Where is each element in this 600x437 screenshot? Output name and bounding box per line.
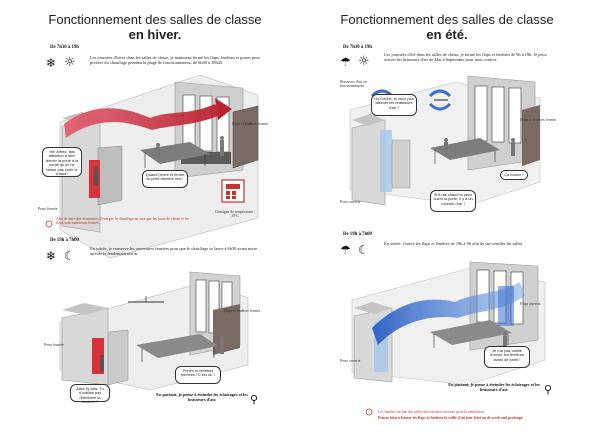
umbrella-icon: ☂	[340, 55, 351, 69]
moon-icon: ☾	[358, 243, 369, 257]
summer-warning-line1: Les fenêtres de bas des salles doivent ê…	[378, 410, 485, 414]
umbrella-icon: ☂	[340, 243, 351, 257]
lightbulb-icon: ⚲	[544, 383, 553, 396]
summer-day-text: Les journées d'été dans les salles de cl…	[384, 52, 547, 63]
summer-night-porte-label: Porte ouverte	[340, 359, 361, 363]
winter-night-porte-label: Porte fermée	[44, 343, 64, 347]
summer-title-line1: Fonctionnement des salles de classe	[340, 12, 554, 27]
winter-night-time: De 19h à 7h00	[50, 238, 79, 243]
winter-day-time: De 7h30 à 19h	[50, 45, 79, 50]
winter-day-scene	[45, 74, 259, 259]
winter-day-text: Les journées d'hiver dans les salles de …	[90, 55, 261, 66]
winter-consigne-label: Consigne de température : 19°C	[215, 210, 255, 218]
snowflake-icon: ❄	[46, 249, 57, 263]
winter-porte-label: Porte fermée	[38, 207, 58, 211]
winter-title-line1: Fonctionnement des salles de classe	[48, 12, 262, 27]
summer-bubble-door: Si tu as chaud tu peux ouvrir la porte, …	[430, 190, 476, 212]
winter-night-bubble-leave: Allez j'y vais. Tu n'oublies pas d'étein…	[70, 384, 110, 404]
summer-title: Fonctionnement des salles de classe en é…	[332, 12, 562, 42]
winter-bubble-enter: Quand j'entre et ferme la porte derrière…	[142, 170, 188, 188]
summer-bubble-turning: Ça tourne !	[500, 170, 528, 180]
winter-bubble-door: Hé! Alfred, fais attention à bien fermer…	[42, 147, 82, 177]
sun-icon: ☼	[64, 55, 76, 70]
winter-night-scene	[59, 271, 249, 391]
summer-day-time: De 7h30 à 19h	[343, 45, 372, 50]
winter-night-text: En soirée, je conserve les ouvertures fe…	[90, 246, 258, 257]
winter-warning: Afin de faire des économies d'énergie, l…	[56, 217, 189, 225]
summer-reminder: En partant, je pense à éteindre les écla…	[448, 382, 540, 393]
summer-warning-line2: Pensez bien à fermer les flaps et fenêtr…	[378, 416, 524, 420]
summer-night-flaps-label: Flaps ouverts	[520, 302, 541, 306]
summer-night-bubble-windows: Je n'ai pas oublié d'ouvrir les fenêtres…	[484, 346, 530, 368]
summer-brasseurs-label: Brasseurs d'air en fonctionnement	[340, 80, 367, 88]
summer-title-line2: en été.	[426, 27, 468, 42]
winter-night-flaps-label: Flaps et fenêtres fermés	[224, 309, 261, 313]
winter-title-line2: en hiver.	[128, 27, 182, 42]
moon-icon: ☾	[64, 249, 75, 263]
summer-porte-label: Porte ouverte	[340, 200, 361, 204]
summer-night-text: En soirée, j'ouvre les flaps et fenêtres…	[384, 241, 524, 246]
winter-reminder: En partant, je pense à éteindre les écla…	[156, 392, 248, 403]
lightbulb-icon: ⚲	[250, 393, 259, 406]
winter-title: Fonctionnement des salles de classe en h…	[40, 12, 270, 42]
sun-icon: ☼	[358, 54, 370, 69]
summer-night-time: De 19h à 7h00	[343, 232, 372, 237]
winter-night-bubble-windows: Portes et fenêtres fermées ! C'est ok ?	[175, 366, 221, 384]
summer-flaps-label: Flaps et fenêtres fermés	[520, 118, 557, 122]
summer-bubble-fans: Ho Cédric, tu veux pas allumer les brass…	[371, 94, 417, 116]
winter-flaps-label: Flaps et fenêtres fermés	[232, 122, 269, 126]
snowflake-icon: ❄	[46, 56, 57, 70]
